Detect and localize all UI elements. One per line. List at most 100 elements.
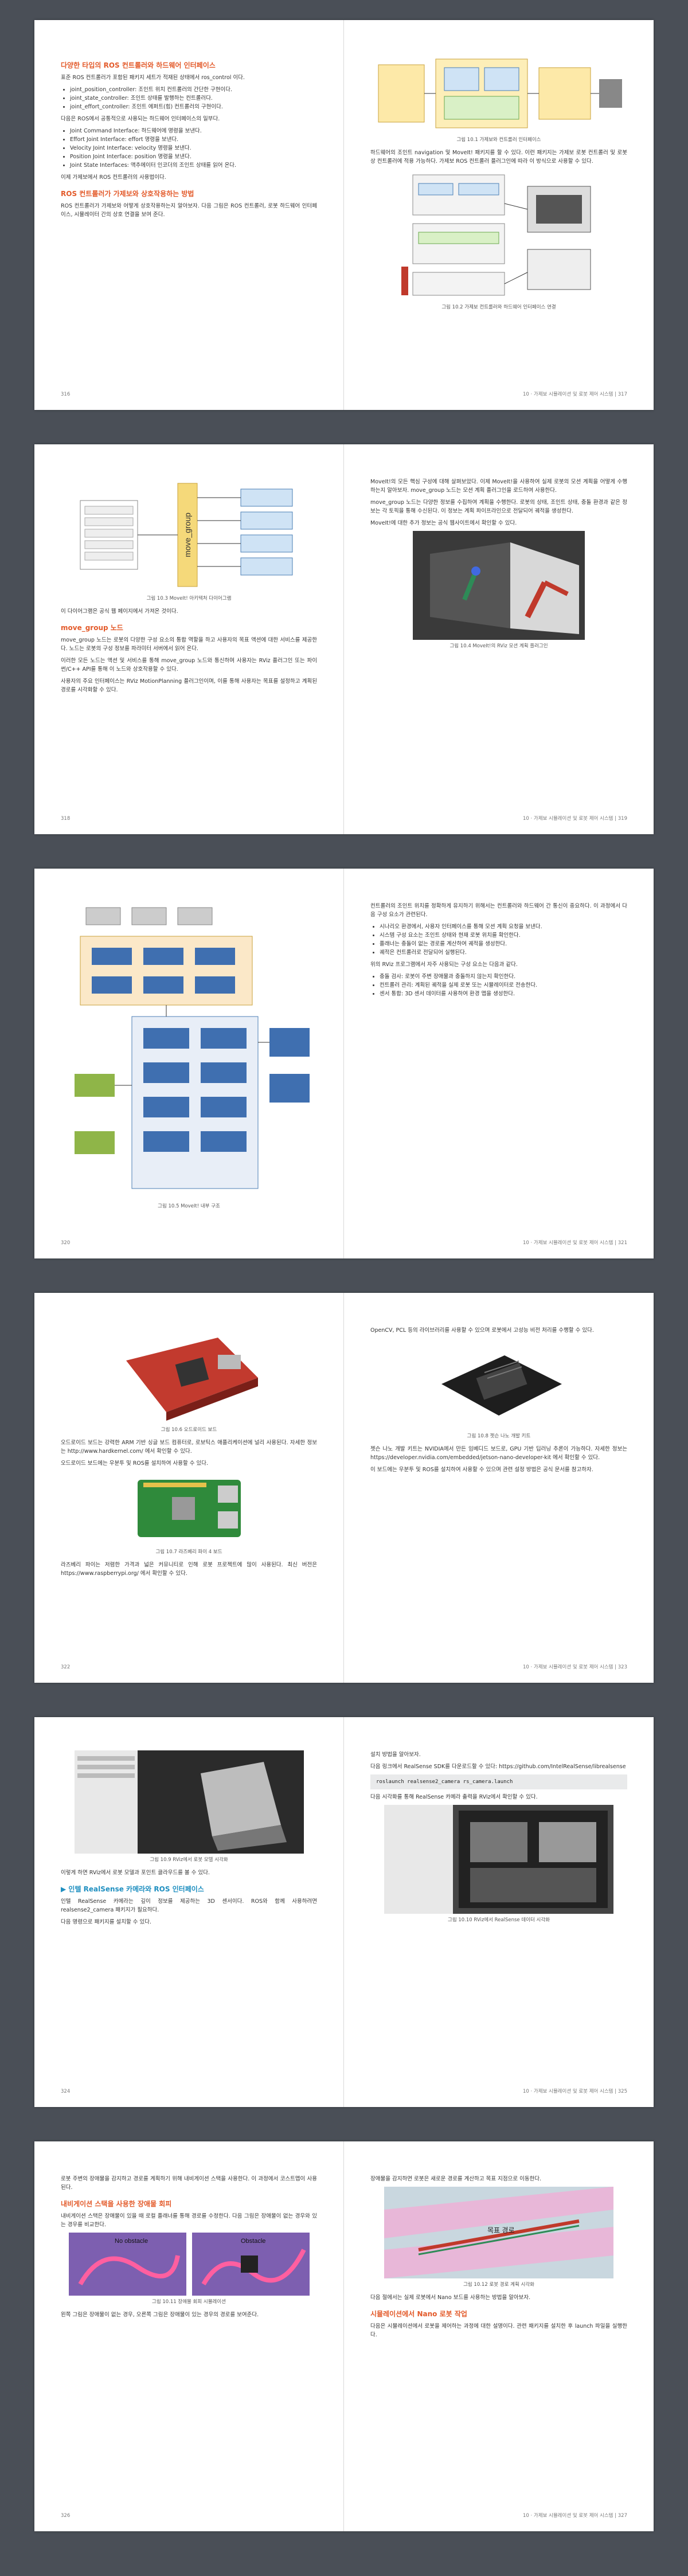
hardware-interface-diagram (401, 174, 591, 296)
no-obstacle-label: No obstacle (115, 2238, 148, 2245)
list-item: Effort Joint Interface: effort 명령을 보낸다. (70, 135, 317, 144)
page-326: 로봇 주변의 장애물을 감지하고 경로를 계획하기 위해 내비게이션 스택을 사… (34, 2141, 344, 2531)
page-number: 10 · 가제보 시뮬레이션 및 로봇 제어 시스템 | 317 (522, 392, 627, 397)
realsense-rviz-screenshot (384, 1805, 613, 1914)
page-number: 316 (61, 392, 71, 397)
spread-4: 그림 10.6 오드로이드 보드 오드로이드 보드는 강력한 ARM 기반 싱글… (34, 1293, 654, 1683)
paragraph: MoveIt!의 모든 핵심 구성에 대해 살펴보았다. 이제 MoveIt!을… (370, 479, 627, 494)
paragraph: 이렇게 하면 RViz에서 로봇 모델과 포인트 클라우드를 볼 수 있다. (61, 1870, 210, 1876)
page-number: 324 (61, 2089, 71, 2094)
page-number: 10 · 가제보 시뮬레이션 및 로봇 제어 시스템 | 323 (522, 1664, 627, 1670)
raspberry-pi-board-image (137, 1480, 241, 1537)
paragraph: 설치 방법을 알아보자. (370, 1752, 421, 1758)
list-item: 컨트롤러 관리: 계획된 궤적을 실제 로봇 또는 시뮬레이터로 전송한다. (380, 981, 627, 990)
list-item: 시스템 구성 요소는 조인트 상태와 현재 로봇 위치를 확인한다. (380, 931, 627, 940)
paragraph: 다음 명령으로 패키지를 설치할 수 있다. (61, 1919, 151, 1925)
section-heading: 시뮬레이션에서 Nano 로봇 작업 (370, 2310, 467, 2318)
paragraph: 표준 ROS 컨트롤러가 포함된 패키지 세트가 적재된 상태에서 ros_co… (61, 75, 245, 81)
rviz-screenshot (74, 1750, 304, 1854)
page-number: 10 · 가제보 시뮬레이션 및 로봇 제어 시스템 | 319 (522, 816, 627, 822)
figure-caption: 그림 10.5 MoveIt! 내부 구조 (158, 1203, 220, 1209)
list-item: 궤적은 컨트롤러로 전달되어 실행된다. (380, 948, 627, 957)
section-heading: move_group 노드 (61, 624, 123, 632)
svg-text:move_group: move_group (183, 513, 192, 557)
paragraph: MoveIt!에 대한 추가 정보는 공식 웹사이트에서 확인할 수 있다. (370, 520, 517, 526)
paragraph: 위의 RViz 프로그램에서 자주 사용되는 구성 요소는 다음과 같다. (370, 961, 518, 968)
bullet-list: joint_position_controller: 조인트 위치 컨트롤러의 … (61, 85, 317, 111)
figure-caption: 그림 10.4 MoveIt!의 RViz 모션 계획 플러그인 (449, 643, 548, 649)
figure-caption: 그림 10.3 MoveIt! 아키텍처 다이어그램 (146, 596, 232, 601)
paragraph: move_group 노드는 로봇의 다양한 구성 요소의 통합 역할을 하고 … (61, 637, 317, 652)
page-number: 10 · 가제보 시뮬레이션 및 로봇 제어 시스템 | 321 (522, 1240, 627, 1246)
page-327: 장애물을 감지하면 로봇은 새로운 경로를 계산하고 목표 지점으로 이동한다.… (344, 2141, 654, 2531)
paragraph: 이제 가제보에서 ROS 컨트롤러의 사용법이다. (61, 174, 166, 181)
list-item: Joint Command Interface: 하드웨어에 명령을 보낸다. (70, 127, 317, 135)
publisher-name: 메이플북스 (601, 2517, 654, 2531)
page-325: 설치 방법을 알아보자. 다음 링크에서 RealSense SDK를 다운로드… (344, 1717, 654, 2107)
spread-6: 로봇 주변의 장애물을 감지하고 경로를 계획하기 위해 내비게이션 스택을 사… (34, 2141, 654, 2531)
paragraph: 라즈베리 파이는 저렴한 가격과 넓은 커뮤니티로 인해 로봇 프로젝트에 많이… (61, 1562, 317, 1577)
bullet-list: 충돌 검사: 로봇이 주변 장애물과 충돌하지 않는지 확인한다. 컨트롤러 관… (370, 972, 627, 998)
section-title: 인텔 RealSense 카메라와 ROS 인터페이스 (68, 1885, 204, 1893)
odroid-board-image (126, 1338, 258, 1421)
figure-caption: 그림 10.7 라즈베리 파이 4 보드 (155, 1549, 222, 1555)
figure-caption: 그림 10.12 로봇 경로 계획 시각화 (463, 2282, 534, 2288)
paragraph: 오드로이드 보드는 강력한 ARM 기반 싱글 보드 컴퓨터로, 로보틱스 애플… (61, 1440, 317, 1455)
paragraph: 컨트롤러의 조인트 위치를 정확하게 유지하기 위해서는 컨트롤러와 하드웨어 … (370, 903, 627, 918)
page-321: 컨트롤러의 조인트 위치를 정확하게 유지하기 위해서는 컨트롤러와 하드웨어 … (344, 869, 654, 1258)
paragraph: ROS 컨트롤러가 가제보와 어떻게 상호작용하는지 알아보자. 다음 그림은 … (61, 203, 317, 218)
page-316: 다양한 타입의 ROS 컨트롤러와 하드웨어 인터페이스 표준 ROS 컨트롤러… (34, 20, 344, 410)
gazebo-controller-diagram (378, 58, 622, 128)
bullet-list: 시나리오 환경에서, 사용자 인터페이스를 통해 모션 계획 요청을 보낸다. … (370, 922, 627, 957)
paragraph: 왼쪽 그림은 장애물이 없는 경우, 오른쪽 그림은 장애물이 있는 경우의 경… (61, 2312, 259, 2318)
page-323: OpenCV, PCL 등의 라이브러리를 사용할 수 있으며 로봇에서 고성능… (344, 1293, 654, 1683)
figure-caption: 그림 10.2 가제보 컨트롤러와 하드웨어 인터페이스 연결 (441, 304, 556, 310)
paragraph: 다음 링크에서 RealSense SDK를 다운로드할 수 있다: https… (370, 1764, 626, 1770)
moveit-internal-diagram (74, 907, 310, 1189)
paragraph: 이 보드에는 우분투 및 ROS를 설치하여 사용할 수 있으며 관련 설정 방… (370, 1467, 593, 1473)
jetson-nano-image (441, 1355, 562, 1416)
paragraph: 다음 시각화를 통해 RealSense 카메라 출력을 RViz에서 확인할 … (370, 1794, 538, 1800)
figure-caption: 그림 10.1 가제보와 컨트롤러 인터페이스 (456, 137, 541, 143)
page-318: move_group 그림 10.3 MoveIt! 아키텍처 다이어그램 이 … (34, 444, 344, 834)
moveit-architecture-diagram: move_group (80, 483, 292, 587)
spread-2: move_group 그림 10.3 MoveIt! 아키텍처 다이어그램 이 … (34, 444, 654, 834)
list-item: 센서 통합: 3D 센서 데이터를 사용하여 환경 맵을 생성한다. (380, 990, 627, 998)
publisher-logo-icon (580, 2517, 591, 2530)
figure-caption: 그림 10.8 젯슨 나노 개발 키트 (467, 1433, 531, 1439)
paragraph: 내비게이션 스택은 장애물이 있을 때 로컬 플래너를 통해 경로를 수정한다.… (61, 2213, 317, 2228)
paragraph: 이 다이어그램은 공식 웹 페이지에서 가져온 것이다. (61, 608, 178, 615)
paragraph: 하드웨어의 조인트 navigation 및 MoveIt! 패키지를 할 수 … (370, 150, 627, 165)
page-number: 326 (61, 2513, 71, 2519)
spread-5: 그림 10.9 RViz에서 로봇 모델 시각화 이렇게 하면 RViz에서 로… (34, 1717, 654, 2107)
path-planning-visualization: 목표 경로 (384, 2187, 613, 2278)
paragraph: 오드로이드 보드에는 우분투 및 ROS를 설치하여 사용할 수 있다. (61, 1460, 209, 1467)
section-heading: ▶ 인텔 RealSense 카메라와 ROS 인터페이스 (61, 1884, 317, 1894)
section-heading: 내비게이션 스택을 사용한 장애물 회피 (61, 2200, 172, 2208)
list-item: joint_state_controller: 조인트 상태를 발행하는 컨트롤… (70, 94, 317, 103)
section-heading: ROS 컨트롤러가 가제보와 상호작용하는 방법 (61, 190, 194, 198)
page-number: 318 (61, 816, 71, 822)
spread-3: 그림 10.5 MoveIt! 내부 구조 320 컨트롤러의 조인트 위치를 … (34, 869, 654, 1258)
code-block: roslaunch realsense2_camera rs_camera.la… (370, 1774, 627, 1789)
paragraph: OpenCV, PCL 등의 라이브러리를 사용할 수 있으며 로봇에서 고성능… (370, 1327, 594, 1334)
list-item: Position Joint Interface: position 명령을 보… (70, 153, 317, 161)
obstacle-avoidance-comparison: No obstacle Obstacle (68, 2233, 310, 2296)
page-number: 10 · 가제보 시뮬레이션 및 로봇 제어 시스템 | 325 (522, 2089, 627, 2094)
list-item: Velocity Joint Interface: velocity 명령을 보… (70, 144, 317, 153)
list-item: Joint State Interfaces: 액추에이터 인코더의 조인트 상… (70, 161, 317, 170)
paragraph: 장애물을 감지하면 로봇은 새로운 경로를 계산하고 목표 지점으로 이동한다. (370, 2176, 542, 2182)
page-324: 그림 10.9 RViz에서 로봇 모델 시각화 이렇게 하면 RViz에서 로… (34, 1717, 344, 2107)
page-317: 그림 10.1 가제보와 컨트롤러 인터페이스 하드웨어의 조인트 naviga… (344, 20, 654, 410)
page-319: MoveIt!의 모든 핵심 구성에 대해 살펴보았다. 이제 MoveIt!을… (344, 444, 654, 834)
section-heading: 다양한 타입의 ROS 컨트롤러와 하드웨어 인터페이스 (61, 61, 216, 69)
page-number: 322 (61, 1664, 71, 1670)
paragraph: 이러한 모든 노드는 액션 및 서비스를 통해 move_group 노드와 통… (61, 658, 317, 673)
page-320: 그림 10.5 MoveIt! 내부 구조 320 (34, 869, 344, 1258)
section-icon: ▶ (61, 1885, 69, 1893)
paragraph: 다음 절에서는 실제 로봇에서 Nano 보드를 사용하는 방법을 알아보자. (370, 2294, 531, 2301)
paragraph: 다음은 시뮬레이션에서 로봇을 제어하는 과정에 대한 설명이다. 관련 패키지… (370, 2323, 627, 2338)
spread-1: 다양한 타입의 ROS 컨트롤러와 하드웨어 인터페이스 표준 ROS 컨트롤러… (34, 20, 654, 410)
obstacle-label: Obstacle (241, 2238, 265, 2245)
paragraph: move_group 노드는 다양한 정보를 수집하여 계획을 수행한다. 로봇… (370, 499, 627, 514)
